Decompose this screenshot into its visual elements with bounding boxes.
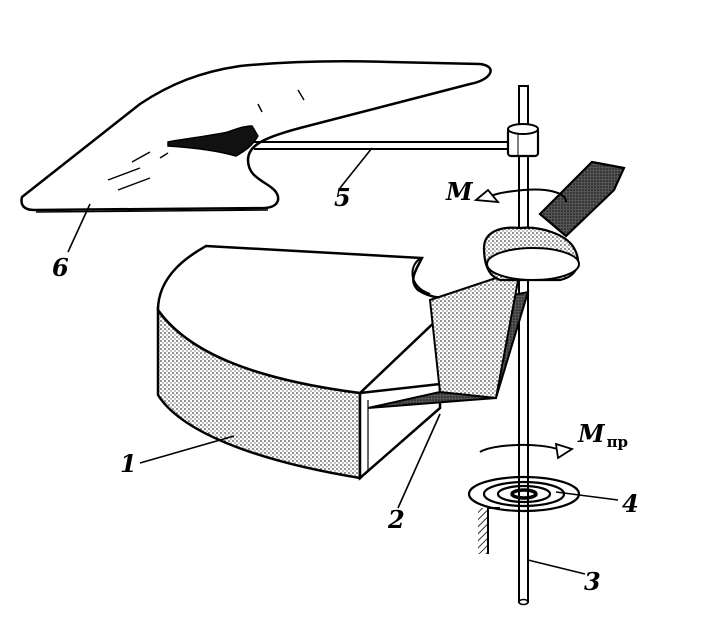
sector-chamber (156, 244, 467, 481)
label-part-5: 5 (334, 183, 351, 212)
label-part-1: 1 (120, 449, 137, 478)
axle-collar (506, 123, 540, 158)
spiral-spring (467, 475, 581, 513)
pointer-arm (254, 141, 514, 150)
label-part-3: 3 (584, 567, 601, 596)
pointer-hub (167, 125, 259, 157)
label-spring-moment-main: M (577, 419, 606, 448)
axle (518, 85, 529, 606)
label-part-6: 6 (52, 253, 69, 282)
moment-arrow (473, 188, 567, 204)
spring-moment-arrow (479, 442, 575, 460)
spring-mount (478, 507, 500, 554)
label-spring-moment-sub: пр (607, 433, 628, 451)
label-moment: M (445, 177, 474, 206)
vane (367, 268, 530, 409)
vane-hub (482, 226, 580, 282)
vane-upper-arm (538, 160, 626, 238)
leader-lines (67, 147, 619, 575)
label-part-2: 2 (387, 505, 405, 534)
label-part-4: 4 (622, 489, 639, 518)
